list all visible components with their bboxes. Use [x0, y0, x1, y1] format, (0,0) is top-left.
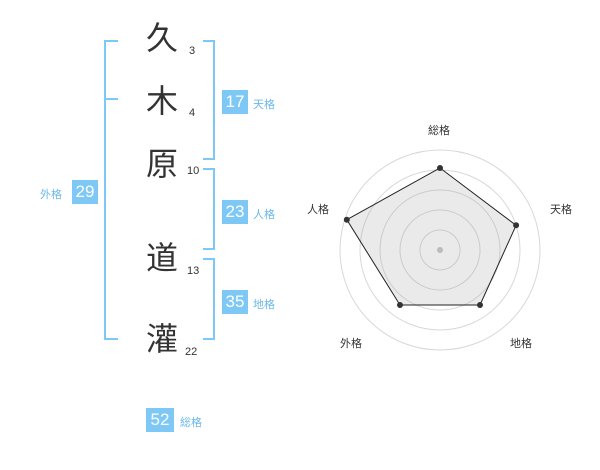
radar-polygon — [346, 167, 517, 306]
radar-axis-label-gaikaku: 外格 — [340, 337, 362, 350]
stroke-count-2: 4 — [189, 107, 196, 119]
radar-point-1 — [437, 165, 443, 171]
name-char-4: 道 — [145, 239, 178, 277]
jinkaku-value: 23 — [222, 200, 248, 224]
radar-axis-label-soukaku: 総格 — [428, 124, 450, 137]
tenkaku-value: 17 — [222, 90, 248, 114]
radar-point-5 — [343, 216, 350, 223]
stroke-count-1: 3 — [189, 45, 196, 57]
name-char-5: 灌 — [145, 320, 178, 358]
radar-axis-label-tenkaku: 天格 — [550, 203, 572, 216]
soukaku-value: 52 — [146, 408, 174, 432]
radar-axis-label-jinkaku: 人格 — [307, 203, 329, 216]
name-char-1: 久 — [145, 19, 178, 57]
radar-point-3 — [477, 302, 483, 308]
name-char-2: 木 — [145, 82, 178, 120]
stroke-count-3: 10 — [187, 165, 200, 177]
tenkaku-label: 天格 — [253, 98, 275, 111]
radar-axis-label-chikaku: 地格 — [510, 337, 532, 350]
radar-center — [437, 247, 443, 253]
soukaku-label: 総格 — [180, 416, 202, 429]
jinkaku-label: 人格 — [253, 208, 275, 221]
radar-point-4 — [397, 302, 403, 308]
gaikaku-value: 29 — [72, 180, 98, 204]
stroke-count-5: 22 — [185, 346, 198, 358]
chikaku-label: 地格 — [253, 298, 275, 311]
radar-point-2 — [513, 222, 520, 229]
stroke-count-4: 13 — [187, 265, 200, 277]
name-char-3: 原 — [145, 145, 178, 183]
chikaku-value: 35 — [222, 290, 248, 314]
gaikaku-label: 外格 — [40, 188, 62, 201]
